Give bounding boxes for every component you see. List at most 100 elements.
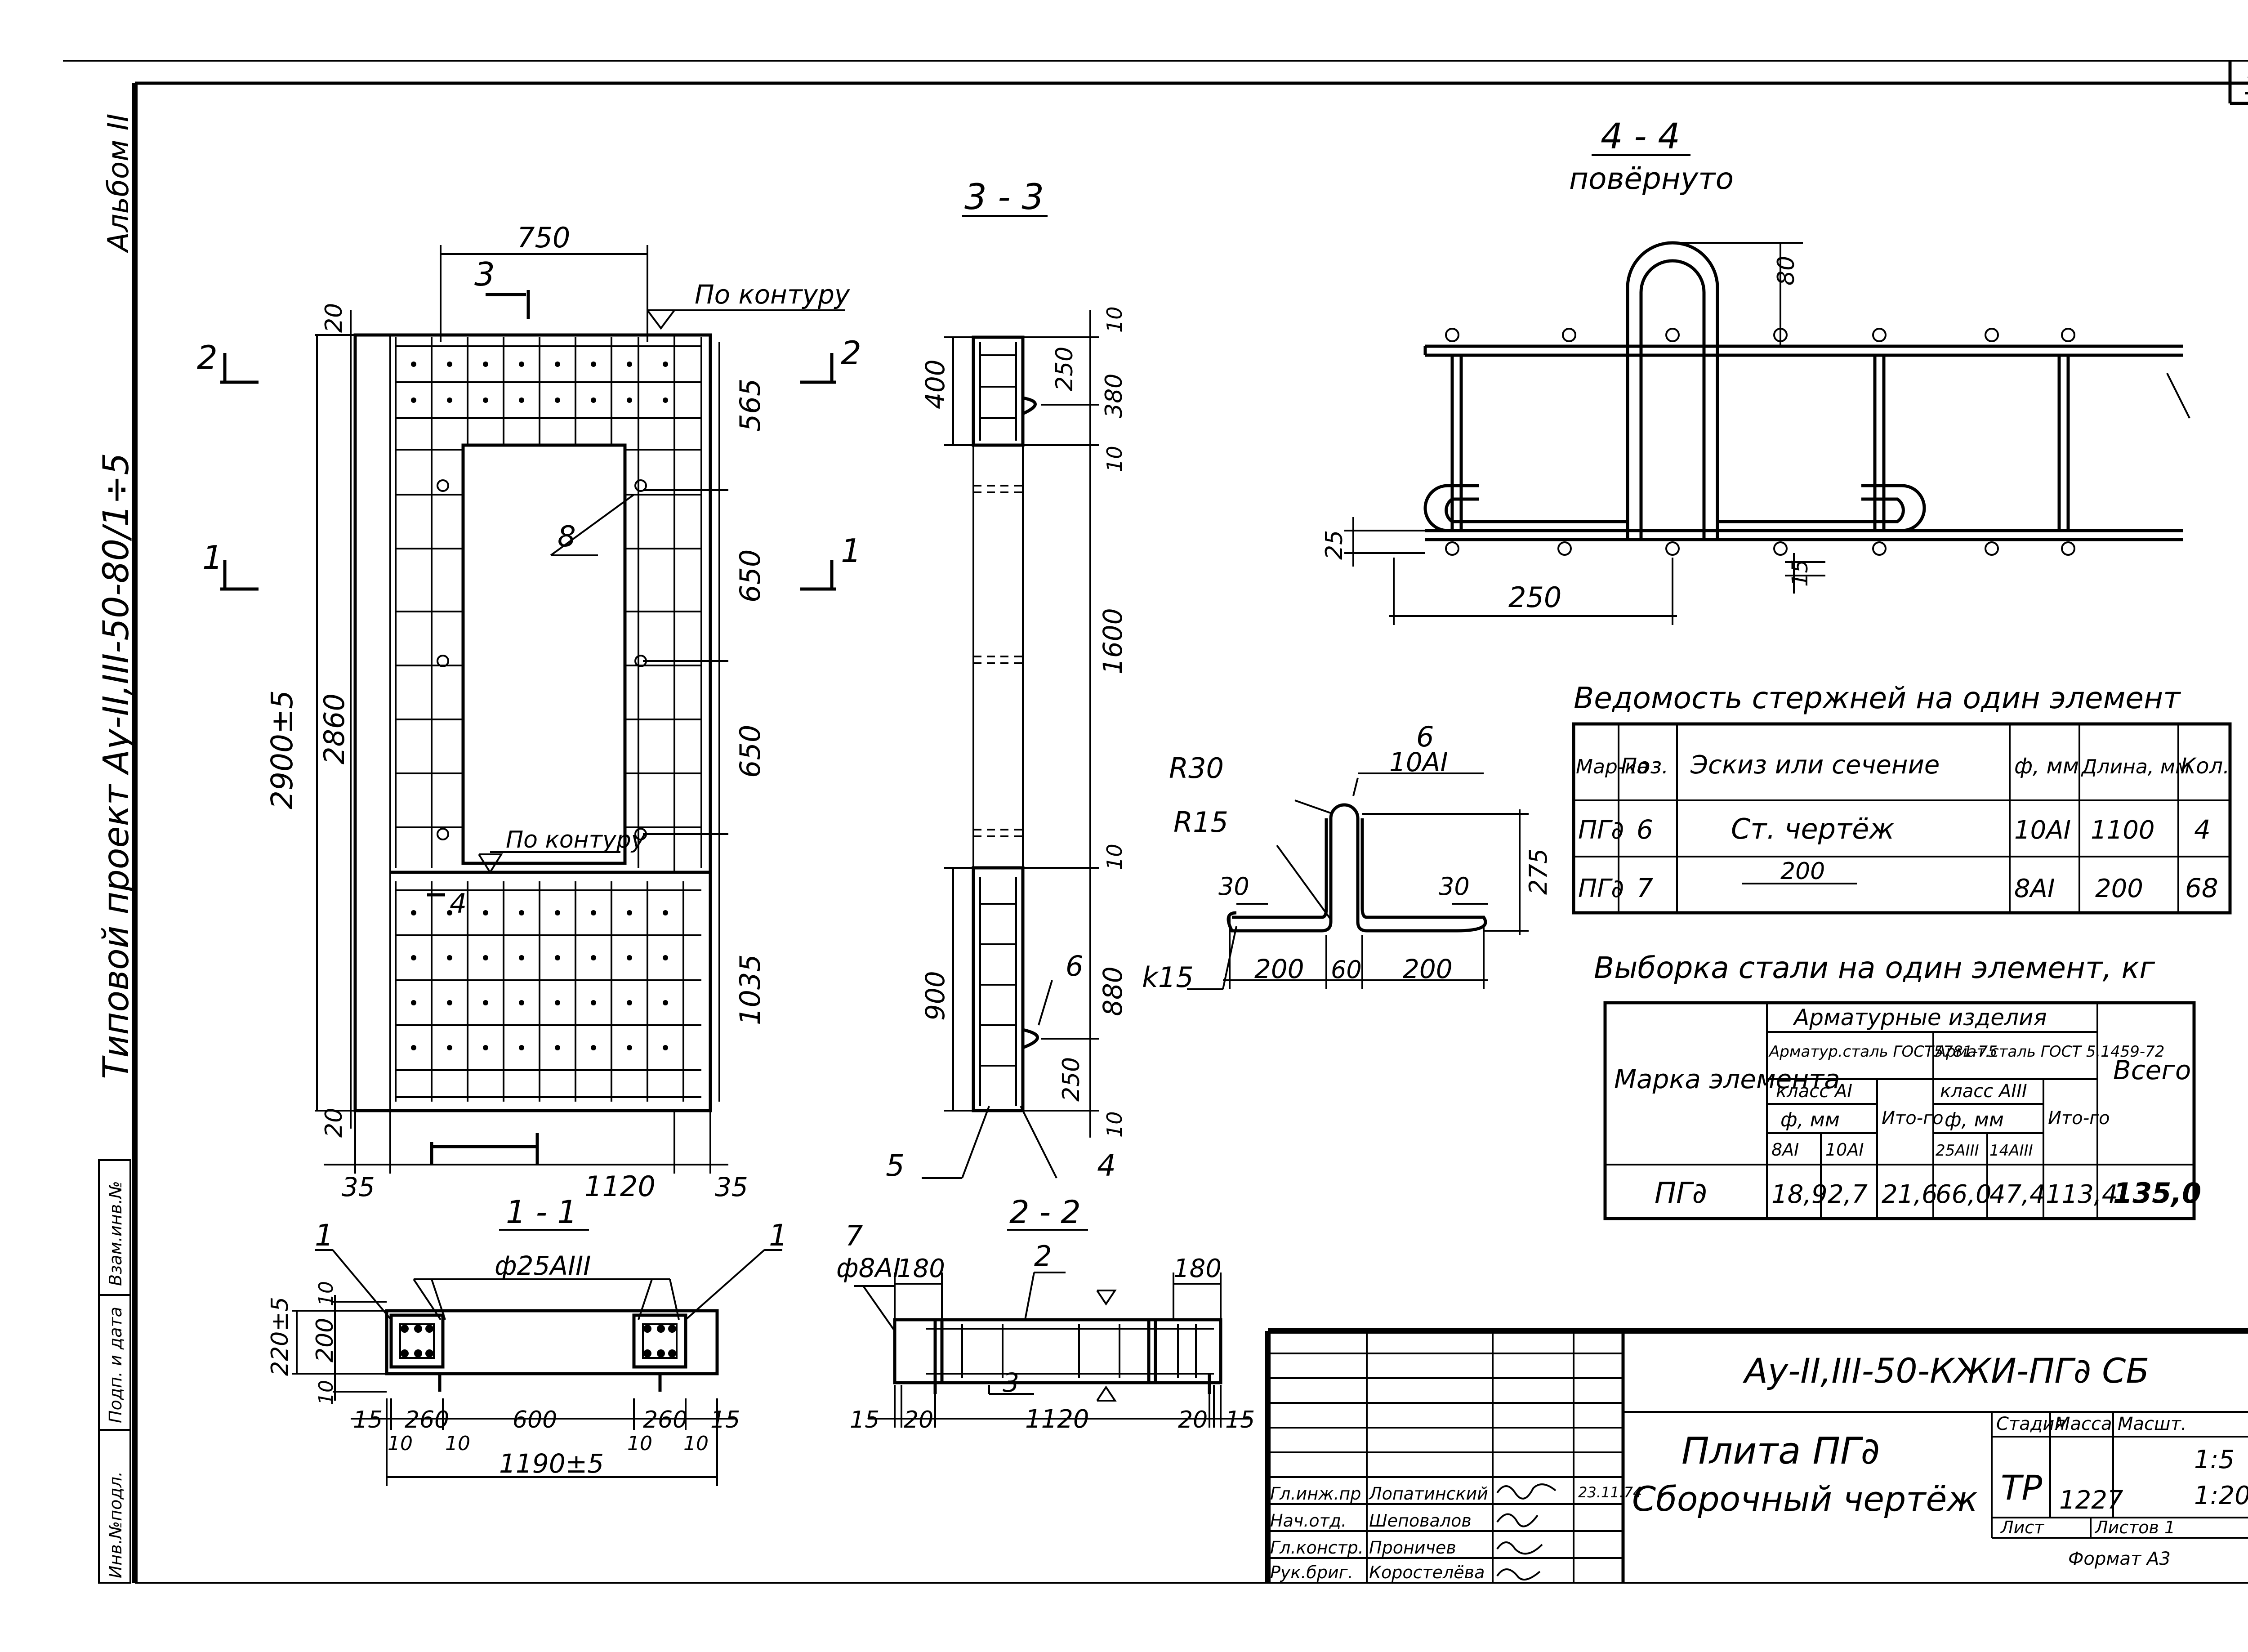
- sec22-pos-2: 2: [1034, 1240, 1052, 1272]
- stamp-cell-1: Инв.№подл.: [106, 1471, 125, 1578]
- steel-h-total: Всего: [2113, 1055, 2191, 1085]
- steel-row-v2: 2,7: [1828, 1180, 1868, 1209]
- sec11-pos-1b: 1: [769, 1218, 788, 1253]
- sec11-dim-220: 220±5: [267, 1297, 294, 1376]
- margin-stamp: Инв.№подл. Подп. и дата Взам.инв.№: [98, 1159, 131, 1584]
- steel-row-total: 135,0: [2113, 1177, 2201, 1210]
- plan-dim-35-right: 35: [715, 1172, 748, 1202]
- sec33-pos-4: 4: [1097, 1148, 1116, 1183]
- steel-table: [1603, 1001, 2196, 1220]
- tb-name2: Сборочный чертёж: [1632, 1479, 1978, 1519]
- sec22-dim-180a: 180: [897, 1254, 945, 1283]
- sec22-dim-180b: 180: [1173, 1254, 1222, 1283]
- stamp-cell-3: Взам.инв.№: [106, 1181, 125, 1286]
- steel-sub-14aiii: 14AIII: [1989, 1142, 2033, 1160]
- plan-dim-inner-h: 2860: [318, 693, 351, 764]
- plan-dim-750: 750: [517, 221, 570, 254]
- detail6-pos: 6: [1416, 720, 1434, 753]
- bars-r2-phi: 8AI: [2014, 874, 2055, 903]
- bars-h-sketch: Эскиз или сечение: [1690, 750, 1940, 780]
- plan-cut-1-right: 1: [841, 532, 861, 570]
- album-label: Альбом II: [102, 114, 135, 254]
- plan-dim-650b: 650: [734, 725, 767, 778]
- sec22-cut-3: 3: [1003, 1367, 1019, 1398]
- sec11-dim-10-3: 10: [627, 1432, 652, 1455]
- plan-cut-2-right: 2: [841, 334, 861, 372]
- sec33-dim-10a: 10: [1102, 306, 1127, 333]
- steel-h-sub2: Ито-го: [2048, 1108, 2110, 1129]
- section-2-2: [854, 1229, 1250, 1428]
- tb-h-stage: Стадия: [1996, 1414, 2065, 1434]
- detail6-60: 60: [1331, 955, 1362, 984]
- plan-cut-1-left: 1: [202, 539, 223, 576]
- sec33-dim-250b: 250: [1058, 1057, 1085, 1102]
- tb-code: Ау-II,III-50-КЖИ-ПГ∂ СБ: [1742, 1351, 2149, 1391]
- plan-cut-4-label: 4: [450, 888, 467, 920]
- steel-sub-10ai: 10AI: [1825, 1140, 1864, 1160]
- steel-h-group2: Армат.сталь ГОСТ 5.1459-72: [1935, 1043, 2164, 1061]
- tb-role-3: Гл.констр.: [1270, 1538, 1364, 1558]
- detail6-30a: 30: [1218, 872, 1249, 901]
- bars-h-len: Длина, мм: [2081, 755, 2190, 778]
- bars-r1-pos: 6: [1637, 814, 1653, 845]
- bars-r1-mark: ПГ∂: [1578, 816, 1624, 845]
- sec11-dim-10b: 10: [315, 1380, 338, 1405]
- tb-name-4: Коростелёва: [1369, 1563, 1485, 1582]
- tb-mass: 1227: [2059, 1486, 2123, 1515]
- sec33-dim-250a: 250: [1051, 347, 1078, 391]
- tb-name1: Плита ПГ∂: [1682, 1430, 1880, 1473]
- tb-h-scale: Масшт.: [2118, 1414, 2187, 1434]
- bars-r1-len: 1100: [2091, 816, 2155, 845]
- plan-dim-1120: 1120: [584, 1170, 656, 1203]
- plan-dim-total-h: 2900±5: [265, 690, 299, 809]
- title-block: [1265, 1328, 2248, 1583]
- sec33-pos-5: 5: [886, 1148, 905, 1183]
- plan-pos-8: 8: [558, 520, 576, 554]
- sec44-dim-15: 15: [1788, 559, 1813, 587]
- bars-h-qty: Кол.: [2181, 754, 2230, 779]
- tb-name-3: Проничев: [1369, 1538, 1456, 1558]
- bars-r2-qty: 68: [2185, 873, 2218, 903]
- sec33-dim-10b: 10: [1102, 446, 1127, 472]
- bars-table: [1572, 722, 2232, 915]
- plan-cut-3-label: 3: [474, 255, 495, 293]
- sec33-dim-900: 900: [920, 971, 950, 1021]
- sec11-bar: ф25AIII: [495, 1250, 591, 1281]
- steel-h-products: Арматурные изделия: [1793, 1005, 2047, 1031]
- plan-view: [220, 245, 845, 1174]
- tb-h-mass: Масса: [2055, 1414, 2112, 1434]
- tb-sheets: Листов 1: [2094, 1518, 2175, 1537]
- sec11-dim-15a: 15: [353, 1406, 383, 1433]
- bars-r2-pos: 7: [1637, 873, 1653, 903]
- bars-h-phi: ф, мм: [2014, 754, 2079, 779]
- sec44-dim-25: 25: [1321, 530, 1348, 560]
- sec11-dim-15b: 15: [710, 1406, 740, 1433]
- detail6-r30: R30: [1169, 752, 1224, 785]
- sec33-dim-400: 400: [920, 359, 950, 409]
- sec11-dim-total: 1190±5: [499, 1448, 604, 1479]
- tb-scale1: 1:5: [2194, 1445, 2235, 1474]
- tb-role-4: Рук.бриг.: [1270, 1563, 1353, 1582]
- tb-scale2: 1:20: [2194, 1481, 2248, 1510]
- detail6-bar: 10AI: [1389, 747, 1448, 777]
- plan-dim-35-left: 35: [342, 1172, 375, 1202]
- tb-name-2: Шеповалов: [1369, 1511, 1472, 1531]
- detail6-200b: 200: [1403, 954, 1453, 984]
- sec33-dim-380: 380: [1101, 374, 1128, 418]
- steel-h-mark: Марка элемента: [1614, 1064, 1840, 1094]
- steel-sub-8ai: 8AI: [1771, 1140, 1799, 1160]
- bars-r2-mark: ПГ∂: [1578, 874, 1624, 903]
- steel-row-v5: 47,4: [1989, 1180, 2046, 1209]
- sec44-subtitle: повёрнуто: [1569, 161, 1734, 196]
- tb-sheet: Лист: [2000, 1518, 2045, 1537]
- plan-contour-label-mid: По контуру: [506, 826, 646, 853]
- steel-h-class1: класс AI: [1776, 1081, 1852, 1102]
- sec22-dim-20b: 20: [1178, 1406, 1208, 1433]
- detail6-30b: 30: [1439, 872, 1470, 901]
- tb-role-2: Нач.отд.: [1270, 1511, 1347, 1531]
- project-label: Типовой проект Ау-II,III-50-80/1÷5: [96, 453, 137, 1079]
- tb-stage: ТР: [2001, 1468, 2042, 1508]
- sec11-dim-260b: 260: [643, 1406, 687, 1433]
- steel-table-title: Выборка стали на один элемент, кг: [1594, 951, 2155, 985]
